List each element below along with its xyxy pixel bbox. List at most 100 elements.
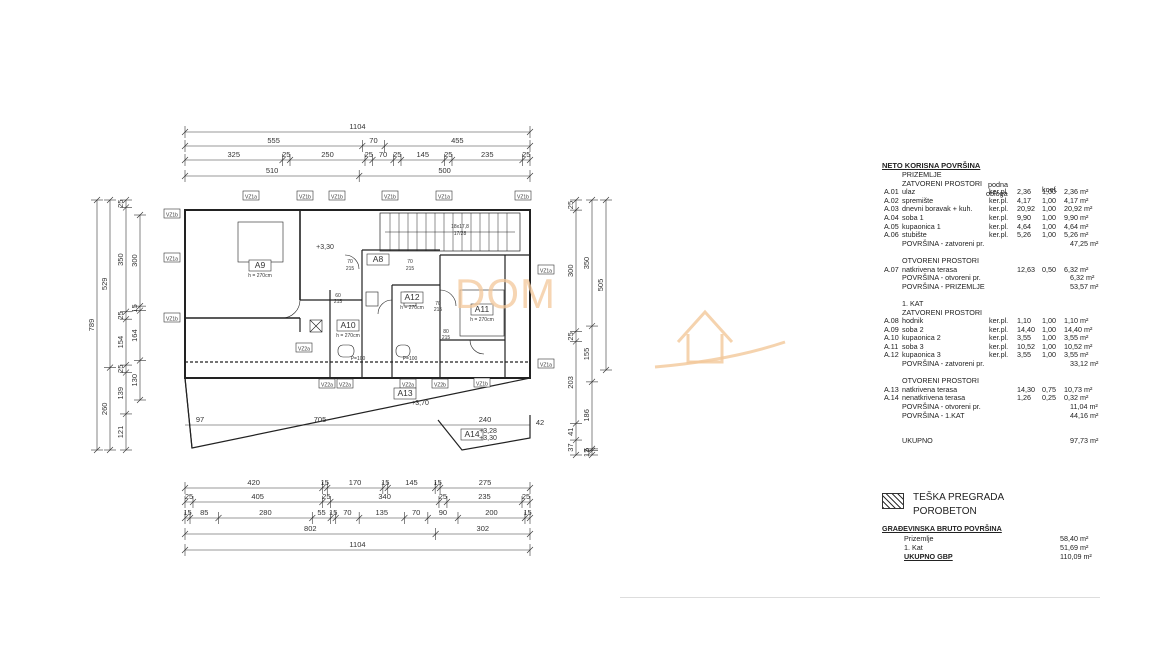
room-code: A.02 [884, 195, 899, 205]
gbp-value: 58,40 m² [1060, 534, 1089, 543]
window-tag: VZ2b [434, 382, 446, 388]
window-tag: VZ1b [299, 194, 311, 200]
window-tag: VZ1b [331, 194, 343, 200]
stair-sub: 17/28 [454, 231, 467, 237]
window-tag: VZ1b [517, 194, 529, 200]
dim-label: 15 [433, 478, 441, 487]
sum-label: POVRŠINA - zatvoreni pr. [902, 238, 985, 248]
window-tag-box [242, 190, 260, 201]
coef: 1,00 [1042, 333, 1056, 343]
gbp-value: 51,69 m² [1060, 543, 1089, 552]
window-tag-box [163, 252, 181, 263]
section-head: ZATVORENI PROSTORI [902, 307, 983, 317]
dim-label: 529 [100, 278, 109, 291]
table-section-head: OTVORENI PROSTORI [878, 256, 1168, 266]
dim-label: 139 [116, 387, 125, 400]
p-tag: P=100 [351, 356, 366, 362]
dim-label: 85 [200, 508, 208, 517]
floor-material: ker.pl. [989, 350, 1009, 360]
door-label: 70 [407, 259, 413, 265]
coef: 1,00 [1042, 187, 1056, 197]
door-label: 80 [443, 329, 449, 335]
window-tag-box [514, 190, 532, 201]
room-code: A11 [475, 304, 490, 314]
col-koef: koef. [1042, 185, 1058, 194]
floor-material: ker.pl. [989, 324, 1009, 334]
window-tag-box [318, 378, 336, 389]
window-tag-box [296, 190, 314, 201]
sum-value: 47,25 m² [1070, 238, 1099, 248]
dim-label: 70 [412, 508, 420, 517]
gross-area: 5,26 [1017, 230, 1031, 240]
dim-label: 1104 [349, 122, 365, 131]
dim-label: 130 [130, 374, 139, 387]
gross-area: 12,63 [1017, 264, 1035, 274]
gross-area: 14,40 [1017, 324, 1035, 334]
floor-material: ker.pl. [989, 230, 1009, 240]
sum-label: POVRŠINA - otvoreni pr. [902, 273, 981, 283]
floor-material: ker.pl. [989, 212, 1009, 222]
floor-material: ker.pl. [989, 341, 1009, 351]
dim-label: 170 [349, 478, 362, 487]
table-section-head: ZATVORENI PROSTORI [878, 307, 1168, 318]
room-code: A10 [340, 320, 355, 330]
dim-label: 340 [378, 492, 391, 501]
room-code: A9 [255, 260, 266, 270]
dim-label: 500 [438, 166, 451, 175]
dim-label: 154 [116, 336, 125, 349]
house-logo-icon [654, 309, 786, 369]
gross-area: 4,17 [1017, 195, 1031, 205]
room-code: A.04 [884, 212, 899, 222]
dim-label: 145 [405, 478, 418, 487]
dim-label: 25 [566, 332, 575, 340]
dim-label: 25 [365, 150, 373, 159]
dim-label: 70 [343, 508, 351, 517]
dim-label: 240 [479, 415, 492, 424]
dim-label: 15 [381, 478, 389, 487]
room-height: h = 270cm [400, 305, 424, 311]
window-tag: VZ2a [298, 346, 310, 352]
gbp-label: Prizemlje [904, 534, 934, 543]
window-tag-box [336, 378, 354, 389]
net-area: 20,92 m² [1064, 204, 1093, 214]
sum-value: 6,32 m² [1070, 273, 1095, 283]
coef: 0,25 [1042, 393, 1056, 403]
window-tag: VZ1b [476, 381, 488, 387]
room-name: soba 2 [902, 324, 924, 334]
room-code: A8 [373, 254, 384, 264]
room-name: kupaonica 2 [902, 333, 941, 343]
table-section-head: OTVORENI PROSTORI [878, 377, 1168, 386]
window-tag-box [163, 208, 181, 219]
coef: 1,00 [1042, 316, 1056, 326]
dim-label: 802 [304, 524, 317, 533]
dim-label: 275 [479, 478, 492, 487]
door-label: 215 [434, 307, 443, 313]
room-name: spremište [902, 195, 934, 205]
window-tag: VZ1b [384, 194, 396, 200]
dim-label: 97 [196, 415, 204, 424]
net-area: 10,73 m² [1064, 384, 1093, 394]
dim-label: 25 [185, 492, 193, 501]
room-code: A13 [397, 388, 412, 398]
page-rule [620, 597, 1100, 598]
level-mark: +3,30 [316, 244, 334, 251]
room-tag-box [366, 253, 390, 266]
dim-label: 15 [523, 508, 531, 517]
net-area: 2,36 m² [1064, 187, 1089, 197]
dim-label: 121 [116, 426, 125, 439]
dim-label: 260 [100, 403, 109, 416]
table-sum: POVRŠINA - zatvoreni pr. 47,25 m² [878, 238, 1168, 249]
dim-label: 25 [522, 150, 530, 159]
gross-area: 1,26 [1017, 393, 1031, 403]
dim-label: 555 [267, 136, 280, 145]
room-code: A.05 [884, 221, 899, 231]
gross-area: 3,55 [1017, 333, 1031, 343]
room-code: A14 [464, 429, 479, 439]
door-label: 215 [406, 266, 415, 272]
net-area: 9,90 m² [1064, 212, 1089, 222]
stair-label: 18x17,8 [451, 224, 469, 230]
gross-area: 20,92 [1017, 204, 1035, 214]
